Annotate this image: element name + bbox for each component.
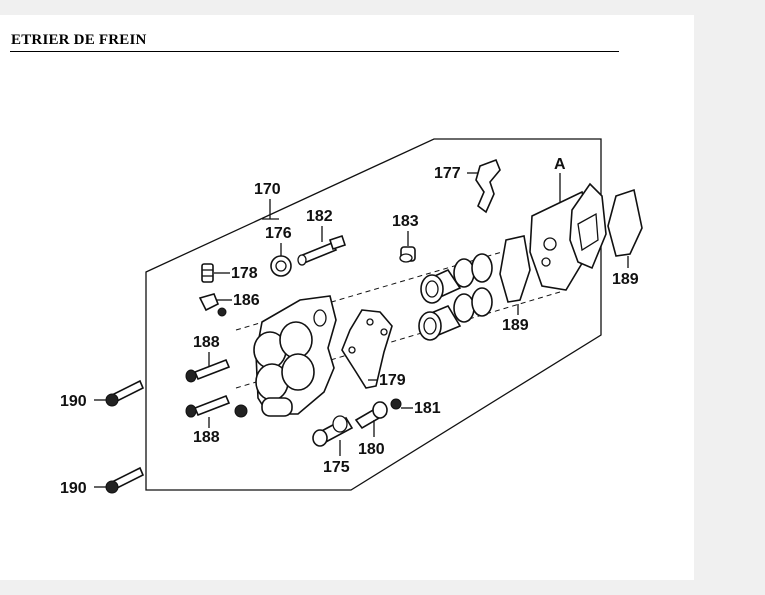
- piston-upper-part: [420, 268, 462, 304]
- title-underline: [10, 51, 619, 52]
- callout-186: 186: [233, 292, 260, 309]
- washer-bolt-part: [354, 401, 388, 430]
- callout-175: 175: [323, 459, 350, 476]
- callout-170: 170: [254, 181, 281, 198]
- mounting-bolt-part: [105, 379, 145, 407]
- callout-182: 182: [306, 208, 333, 225]
- shim-part: [499, 235, 531, 303]
- guide-pin-part: [185, 394, 231, 418]
- bleeder-valve-part: [198, 293, 227, 317]
- guide-pin-part: [185, 358, 231, 383]
- shim-part: [607, 188, 643, 257]
- callout-180: 180: [358, 441, 385, 458]
- callout-188-bottom: 188: [193, 429, 220, 446]
- callout-A: A: [554, 156, 566, 173]
- caliper-body-part: [253, 295, 337, 417]
- piston-lower-part: [418, 304, 462, 341]
- washer-part: [390, 398, 402, 410]
- bleeder-cap-part: [270, 255, 292, 277]
- boot-part: [234, 404, 248, 418]
- bleeder-screw-part: [201, 263, 214, 283]
- caliper-bracket-part: [341, 309, 393, 389]
- callout-176: 176: [265, 225, 292, 242]
- slide-pin-part: [297, 234, 347, 266]
- page-title: ETRIER DE FREIN: [11, 32, 147, 48]
- callout-179: 179: [379, 372, 406, 389]
- callout-190-lower: 190: [60, 480, 87, 497]
- seal-rings-part: [453, 253, 493, 323]
- callout-183: 183: [392, 213, 419, 230]
- callout-188-top: 188: [193, 334, 220, 351]
- callout-189-upper: 189: [612, 271, 639, 288]
- callout-178: 178: [231, 265, 258, 282]
- bolt-part: [312, 415, 354, 447]
- callout-190-upper: 190: [60, 393, 87, 410]
- callout-189-lower: 189: [502, 317, 529, 334]
- pad-spring-part: [475, 158, 501, 214]
- callout-181: 181: [414, 400, 441, 417]
- callout-177: 177: [434, 165, 461, 182]
- mounting-bolt-part: [105, 466, 145, 494]
- brake-pad-part: [569, 182, 607, 270]
- assembly-outline: [145, 138, 602, 491]
- bush-part: [399, 246, 416, 263]
